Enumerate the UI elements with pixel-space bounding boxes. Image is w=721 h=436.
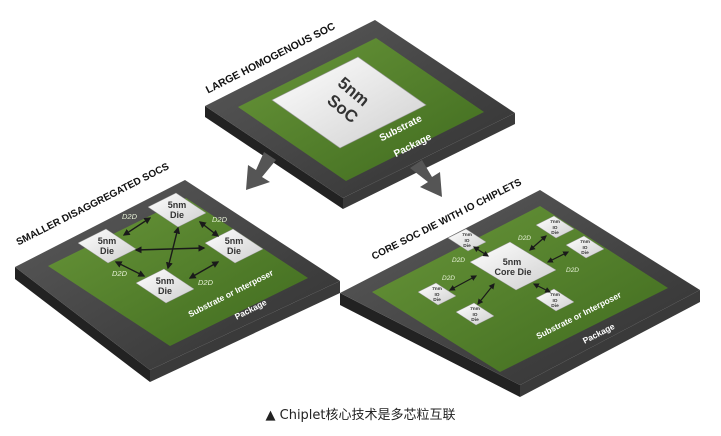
right-core-label-1: 5nm <box>503 257 522 267</box>
left-package-group: 5nm Die 5nm Die 5nm Die 5nm Die D2D D2D … <box>15 161 340 382</box>
io5-l3: Die <box>471 317 479 323</box>
io1-l3: Die <box>463 243 471 249</box>
right-link-2 <box>529 235 547 251</box>
top-package-group: 5nm SoC Substrate Package LARGE HOMOGENO… <box>204 20 515 209</box>
right-package-side-right <box>520 290 700 397</box>
io3-l2: IO <box>582 245 587 251</box>
io5-l1: 7nm <box>470 306 480 312</box>
top-package-side <box>205 106 343 209</box>
top-soc-die <box>271 56 427 149</box>
io6-l2: IO <box>552 298 557 304</box>
io4-l1: 7nm <box>432 286 442 292</box>
io6-l3: Die <box>551 303 559 309</box>
top-package-side-right <box>343 113 515 209</box>
right-core-label-2: Core Die <box>494 267 531 277</box>
io2-l3: Die <box>551 230 559 236</box>
right-d2d-4: D2D <box>566 267 579 274</box>
arrow-left <box>246 152 276 190</box>
left-die-bottom <box>135 268 195 304</box>
right-link-3 <box>546 251 570 263</box>
left-die-right <box>204 228 264 264</box>
right-d2d-1: D2D <box>452 257 465 264</box>
right-package-group: 5nm Core Die 7nm IO Die 7nm IO Die 7nm I… <box>340 177 700 397</box>
right-link-5 <box>477 283 495 305</box>
left-d2d-1: D2D <box>122 212 138 221</box>
io4-l3: Die <box>433 297 441 303</box>
io1-l2: IO <box>464 238 469 244</box>
left-package-side-right <box>150 281 340 382</box>
left-link-top-right <box>198 221 220 237</box>
right-link-4 <box>448 275 478 291</box>
io4-l2: IO <box>434 292 439 298</box>
right-package-side <box>340 293 520 397</box>
figure-caption: ▲ Chiplet核心技术是多芯粒互联 <box>0 404 721 423</box>
left-link-left-bottom <box>114 261 146 277</box>
left-die-bottom-label-1: 5nm <box>156 276 175 286</box>
left-die-right-label-2: Die <box>227 246 241 256</box>
arrow-right <box>410 160 442 197</box>
left-d2d-2: D2D <box>212 215 228 224</box>
io6-l1: 7nm <box>550 292 560 298</box>
left-link-top-bottom <box>165 226 181 270</box>
left-die-top-label-1: 5nm <box>168 200 187 210</box>
right-io-die-4 <box>417 282 457 306</box>
caption-text: Chiplet核心技术是多芯粒互联 <box>279 408 456 423</box>
right-io-die-5 <box>455 302 495 326</box>
left-d2d-3: D2D <box>112 269 128 278</box>
right-core-die <box>469 241 557 291</box>
io2-l1: 7nm <box>550 219 560 225</box>
io3-l1: 7nm <box>580 239 590 245</box>
caption-marker: ▲ <box>265 408 276 423</box>
left-die-top-label-2: Die <box>170 210 184 220</box>
right-io-die-1 <box>447 228 487 252</box>
left-link-top-left <box>122 217 152 236</box>
left-link-right-bottom <box>188 261 220 279</box>
left-d2d-4: D2D <box>198 278 214 287</box>
left-die-bottom-label-2: Die <box>158 286 172 296</box>
io2-l2: IO <box>552 225 557 231</box>
io5-l2: IO <box>472 312 477 318</box>
left-package-side <box>15 267 150 382</box>
io1-l1: 7nm <box>462 232 472 238</box>
left-die-left-label-2: Die <box>100 246 114 256</box>
left-die-right-label-1: 5nm <box>225 236 244 246</box>
io3-l3: Die <box>581 250 589 256</box>
right-link-6 <box>532 283 552 293</box>
right-io-die-2 <box>535 215 575 239</box>
left-die-top <box>147 192 207 228</box>
right-io-die-3 <box>565 235 605 259</box>
right-d2d-3: D2D <box>442 275 455 282</box>
left-die-left-label-1: 5nm <box>98 236 117 246</box>
right-link-1 <box>472 246 490 257</box>
right-d2d-2: D2D <box>518 235 531 242</box>
